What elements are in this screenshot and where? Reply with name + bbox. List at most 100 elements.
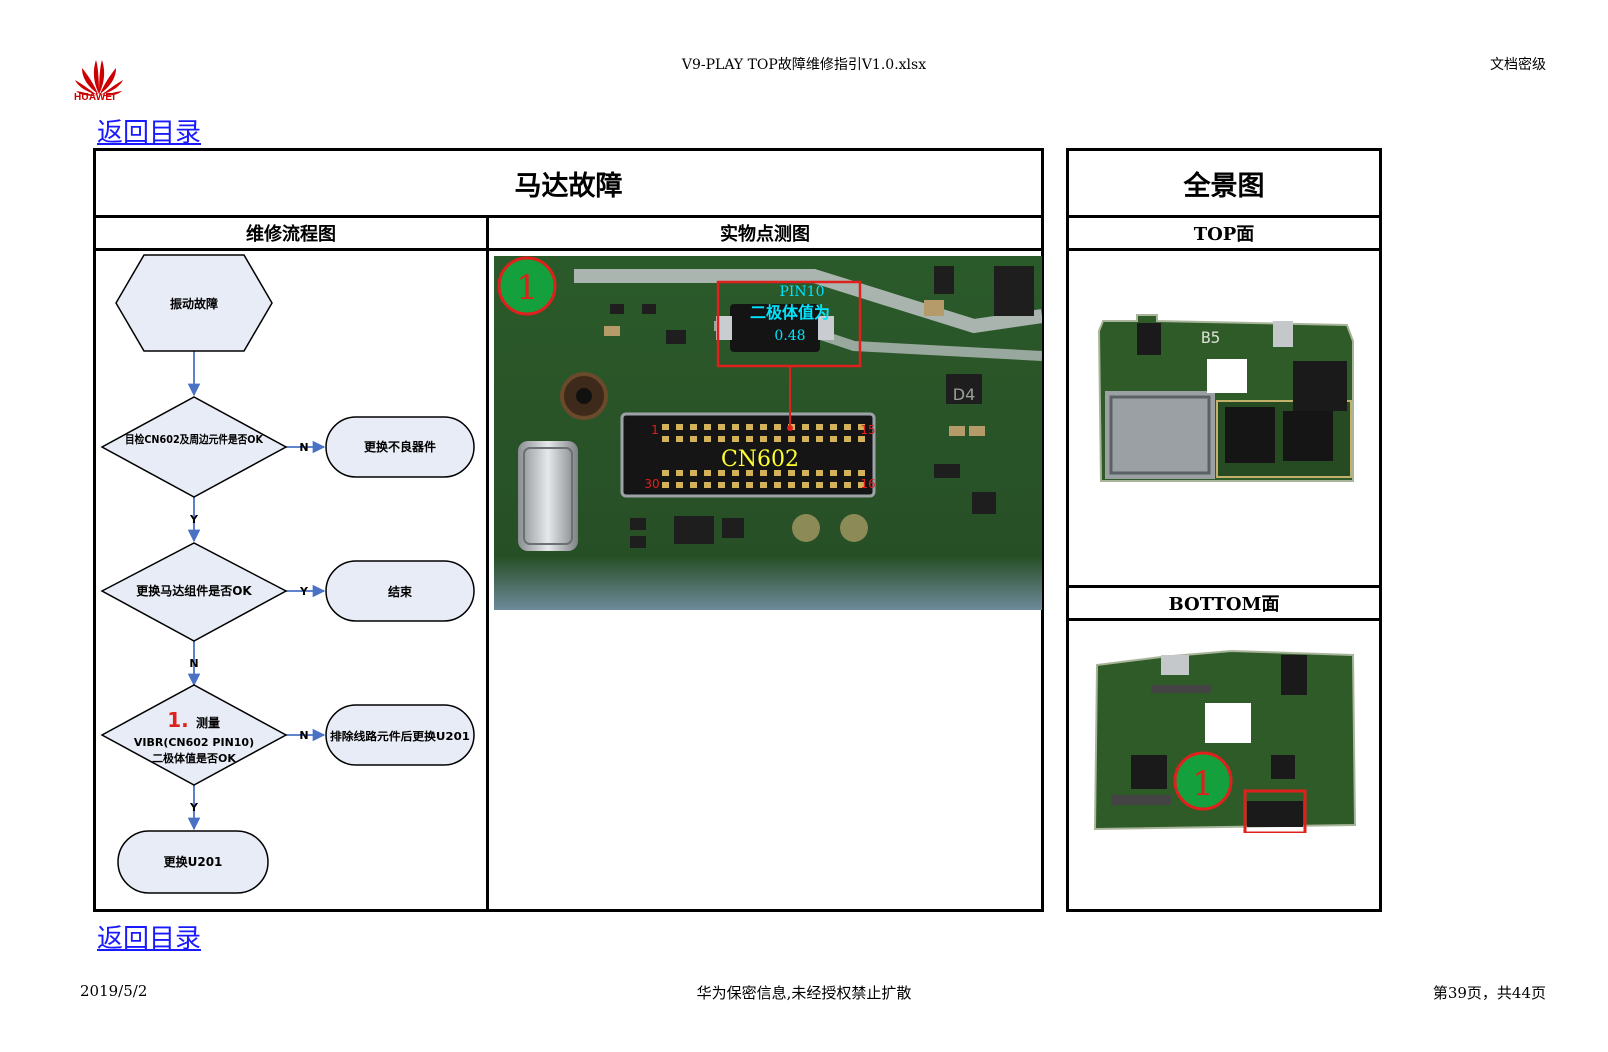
connector-pin [816, 470, 823, 476]
connector-pin [788, 482, 795, 488]
connector-pin [676, 470, 683, 476]
connector-pin [718, 424, 725, 430]
footer-page-number: 第39页，共44页 [1432, 984, 1546, 1002]
marker-1-circle [497, 256, 557, 316]
connector-pin [704, 470, 711, 476]
action-replace-part-label: 更换不良器件 [364, 439, 436, 454]
connector-pin [732, 424, 739, 430]
connector-pin [732, 470, 739, 476]
connector-pin [690, 482, 697, 488]
connector-pin [760, 482, 767, 488]
connector-pin [858, 436, 865, 442]
decision-visual-check-label: 目检CN602及周边元件是否OK [125, 432, 263, 446]
decision-replace-motor-label: 更换马达组件是否OK [136, 583, 252, 598]
connector-pin [732, 482, 739, 488]
classification-label: 文档密级 [1490, 57, 1546, 73]
connector-pin [858, 470, 865, 476]
decision-measure-line1: 测量 [196, 715, 220, 730]
no-label: N [299, 441, 308, 454]
pin-16-label: 16 [860, 477, 875, 491]
divider [1069, 215, 1379, 218]
marker-1-label: 1 [516, 268, 538, 308]
connector-pin [704, 424, 711, 430]
connector-pin [774, 436, 781, 442]
connector-pin [746, 424, 753, 430]
decision-measure-line2: VIBR(CN602 PIN10) [134, 736, 254, 749]
connector-pin [830, 424, 837, 430]
connector-pin [830, 470, 837, 476]
connector-pin [816, 482, 823, 488]
connector-pin [830, 436, 837, 442]
replace-u201-terminator [117, 830, 269, 894]
bottom-side-label: BOTTOM面 [1168, 594, 1280, 615]
divider [1069, 248, 1379, 251]
top-side-label: TOP面 [1193, 224, 1255, 245]
connector-pin [802, 470, 809, 476]
pin-15-label: 15 [860, 423, 875, 437]
connector-pin [746, 470, 753, 476]
panorama-table: 全景图 TOP面 BOTTOM面 B5 1 [1066, 148, 1382, 912]
connector-pin [844, 482, 851, 488]
diode-label: 二极体值为 [750, 303, 830, 322]
connector-pin [676, 436, 683, 442]
photo-header: 实物点测图 [720, 224, 810, 245]
pin-30-label: 30 [644, 477, 659, 491]
bottom-marker-1-label: 1 [1192, 764, 1214, 804]
brand-name: HUAWEI [74, 92, 116, 103]
connector-pin [858, 482, 865, 488]
connector-pin [844, 424, 851, 430]
bottom-marker-1-circle [1173, 751, 1233, 811]
huawei-logo-icon [75, 60, 123, 96]
connector-pin [844, 436, 851, 442]
connector-pin [690, 470, 697, 476]
footer-date: 2019/5/2 [80, 982, 148, 1000]
pin10-label: PIN10 [779, 284, 824, 300]
connector-pin [816, 424, 823, 430]
connector-pin [830, 482, 837, 488]
file-title: V9-PLAY TOP故障维修指引V1.0.xlsx [681, 57, 927, 73]
connector-pins [662, 424, 865, 488]
decision-measure-line3: 二极体值是否OK [152, 751, 236, 765]
connector-pin [802, 436, 809, 442]
pin-1-label: 1 [651, 423, 659, 437]
divider [1069, 618, 1379, 621]
step-number: 1. [167, 708, 189, 732]
connector-pin [788, 470, 795, 476]
connector-pin [662, 436, 669, 442]
start-label: 振动故障 [170, 296, 218, 311]
connector-pin [760, 424, 767, 430]
connector-pin [662, 482, 669, 488]
bottom-location-highlight [1243, 789, 1307, 833]
connector-pin [690, 436, 697, 442]
end-terminator [325, 560, 475, 622]
connector-pin [746, 482, 753, 488]
connector-pin [774, 424, 781, 430]
silk-d4: D4 [953, 385, 976, 404]
end-label: 结束 [388, 584, 413, 599]
back-to-index-link-top[interactable]: 返回目录 [97, 118, 202, 148]
replace-u201-label: 更换U201 [164, 854, 223, 869]
action-replace-u201-after-check [325, 704, 475, 766]
back-to-index-link-bottom[interactable]: 返回目录 [97, 924, 202, 954]
flowchart-header: 维修流程图 [246, 224, 336, 245]
connector-pin [858, 424, 865, 430]
connector-pin [718, 482, 725, 488]
connector-pin [690, 424, 697, 430]
table-title: 马达故障 [514, 170, 623, 202]
divider [96, 215, 1041, 218]
connector-pin [788, 436, 795, 442]
divider [96, 248, 1041, 251]
connector-pin [816, 436, 823, 442]
action-replace-u201-label: 排除线路元件后更换U201 [330, 729, 470, 743]
connector-pin [718, 470, 725, 476]
connector-pin [718, 436, 725, 442]
connector-pin [844, 470, 851, 476]
connector-pin [802, 482, 809, 488]
decision-visual-check [100, 396, 288, 498]
no-label: N [299, 729, 308, 742]
connector-pin [760, 470, 767, 476]
connector-pin [704, 482, 711, 488]
connector-pin [662, 470, 669, 476]
connector-pin [676, 482, 683, 488]
connector-pin [802, 424, 809, 430]
